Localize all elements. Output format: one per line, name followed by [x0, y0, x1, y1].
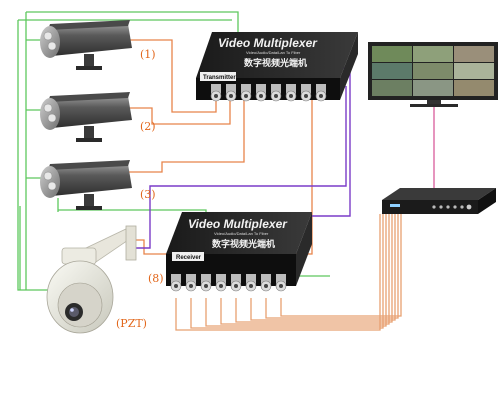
receiver-title: Video Multiplexer	[188, 217, 288, 231]
monitor-video-tile	[413, 46, 453, 62]
bnc-port-body	[301, 84, 311, 96]
bnc-port-body	[271, 84, 281, 96]
receiver-output-cable	[175, 214, 381, 331]
power-wire-ptz	[17, 20, 48, 291]
receiver-output-cable	[220, 214, 390, 325]
transmitter-title: Video Multiplexer	[218, 36, 318, 50]
monitor-video-tile	[372, 63, 412, 79]
fiber-link-ptz-control	[136, 86, 347, 249]
bnc-port-pin	[234, 284, 238, 288]
bnc-port-pin	[319, 94, 323, 98]
bullet-camera-icon	[40, 160, 132, 210]
bnc-port-body	[211, 84, 221, 96]
transmitter-subtitle: Video/Audio/Data/Lan To Fiber	[246, 50, 301, 55]
bnc-port-pin	[259, 94, 263, 98]
bnc-port-pin	[289, 94, 293, 98]
bullet-camera-icon	[40, 92, 132, 142]
bnc-port-pin	[219, 284, 223, 288]
receiver-output-cable	[265, 214, 399, 319]
monitor-video-tile	[413, 80, 453, 96]
receiver-subtitle: Video/Audio/Data/Lan To Fiber	[214, 231, 269, 236]
bnc-port-pin	[214, 94, 218, 98]
receiver-output-cables	[175, 214, 402, 331]
receiver-multiplexer: Video Multiplexer Video/Audio/Data/Lan T…	[166, 212, 312, 292]
bnc-port-pin	[244, 94, 248, 98]
dvr-icon	[382, 188, 496, 214]
bnc-port-pin	[174, 284, 178, 288]
power-wire-transmitter	[26, 11, 239, 34]
monitor-video-tile	[372, 80, 412, 96]
bnc-port-body	[216, 274, 226, 286]
video-cable-camera-1	[130, 39, 217, 113]
transmitter-chinese-name: 数字视频光端机	[244, 57, 307, 69]
receiver-chinese-name: 数字视频光端机	[212, 238, 275, 250]
bnc-port-body	[171, 274, 181, 286]
bnc-port-pin	[274, 94, 278, 98]
bnc-port-pin	[249, 284, 253, 288]
transmitter-bnc-ports	[210, 84, 327, 102]
bnc-port-body	[286, 84, 296, 96]
receiver-output-cable	[280, 214, 402, 317]
bnc-port-body	[241, 84, 251, 96]
bnc-port-pin	[304, 94, 308, 98]
ptz-channel-label: (8)	[148, 272, 164, 285]
video-cable-camera-3	[126, 96, 245, 173]
receiver-tag: Receiver	[176, 255, 202, 261]
receiver-output-cable	[235, 214, 393, 323]
monitor-video-tile	[454, 80, 494, 96]
bnc-port-body	[226, 84, 236, 96]
video-cable-ptz	[136, 96, 313, 255]
bnc-port-body	[276, 274, 286, 286]
bnc-port-body	[316, 84, 326, 96]
monitor-video-tile	[413, 63, 453, 79]
bnc-port-pin	[204, 284, 208, 288]
transmitter-tag: Transmitter	[203, 75, 236, 81]
monitor-screen-grid	[372, 46, 494, 96]
bullet-camera-icon	[40, 20, 132, 70]
bnc-port-body	[246, 274, 256, 286]
receiver-output-cable	[205, 214, 387, 327]
camera-label: (2)	[140, 120, 156, 133]
ptz-type-label: (PZT)	[116, 317, 147, 330]
bnc-port-body	[261, 274, 271, 286]
transmitter-multiplexer: Video Multiplexer Video/Audio/Data/Lan T…	[196, 32, 358, 102]
bnc-port-pin	[264, 284, 268, 288]
ptz-dome-camera-icon	[46, 225, 137, 334]
monitor-video-tile	[372, 46, 412, 62]
bnc-port-pin	[279, 284, 283, 288]
bnc-port-body	[201, 274, 211, 286]
camera-label: (3)	[140, 188, 156, 201]
receiver-output-cable	[190, 214, 384, 329]
monitor-icon	[368, 42, 498, 107]
bnc-port-body	[256, 84, 266, 96]
receiver-bnc-ports	[170, 274, 287, 292]
bnc-port-pin	[229, 94, 233, 98]
bnc-port-body	[186, 274, 196, 286]
camera-label: (1)	[140, 48, 156, 61]
monitor-video-tile	[454, 46, 494, 62]
bnc-port-body	[231, 274, 241, 286]
receiver-output-cable	[250, 214, 396, 321]
bnc-port-pin	[189, 284, 193, 288]
camera-video-cables	[126, 39, 313, 255]
monitor-video-tile	[454, 63, 494, 79]
video-cable-camera-2	[128, 96, 231, 125]
